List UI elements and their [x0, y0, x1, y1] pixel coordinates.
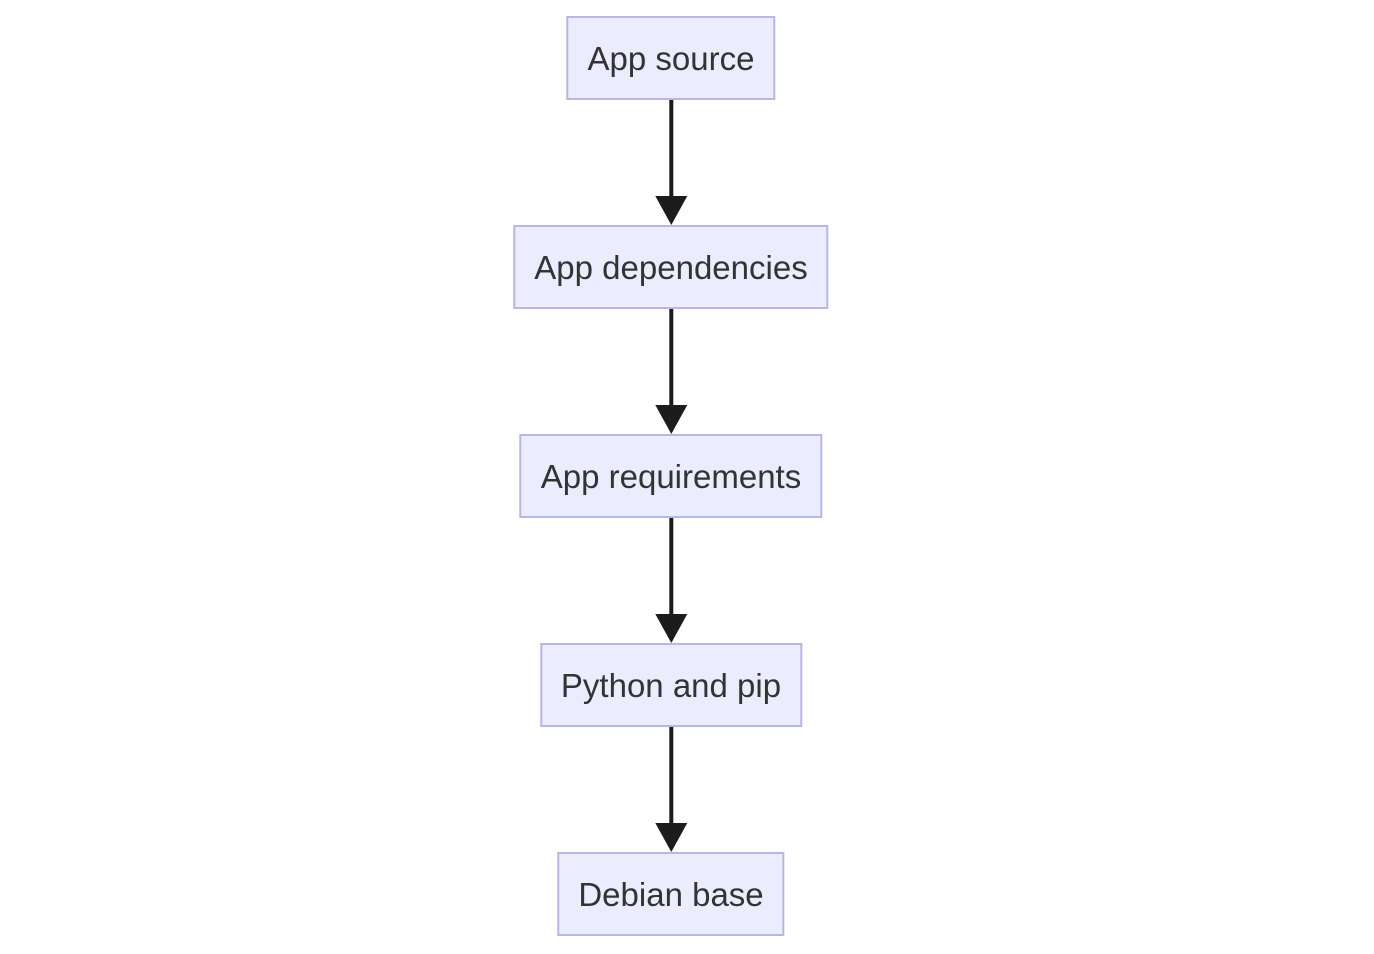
arrow-shaft [669, 100, 673, 196]
node-python-and-pip: Python and pip [539, 643, 803, 727]
arrow-down-icon [655, 614, 687, 643]
edge-arrow [655, 100, 687, 225]
node-label: Python and pip [560, 666, 782, 704]
flowchart-diagram: App source App dependencies App requirem… [513, 16, 829, 936]
node-label: App source [587, 39, 755, 77]
arrow-down-icon [655, 823, 687, 852]
edge-arrow [655, 309, 687, 434]
node-app-dependencies: App dependencies [513, 225, 829, 309]
edge-arrow [655, 518, 687, 643]
node-label: App requirements [540, 457, 802, 495]
arrow-shaft [669, 518, 673, 614]
arrow-down-icon [655, 405, 687, 434]
node-label: App dependencies [534, 248, 808, 286]
node-app-requirements: App requirements [519, 434, 823, 518]
node-label: Debian base [578, 875, 764, 913]
node-debian-base: Debian base [557, 852, 785, 936]
arrow-shaft [669, 309, 673, 405]
arrow-down-icon [655, 196, 687, 225]
node-app-source: App source [566, 16, 776, 100]
arrow-shaft [669, 727, 673, 823]
edge-arrow [655, 727, 687, 852]
